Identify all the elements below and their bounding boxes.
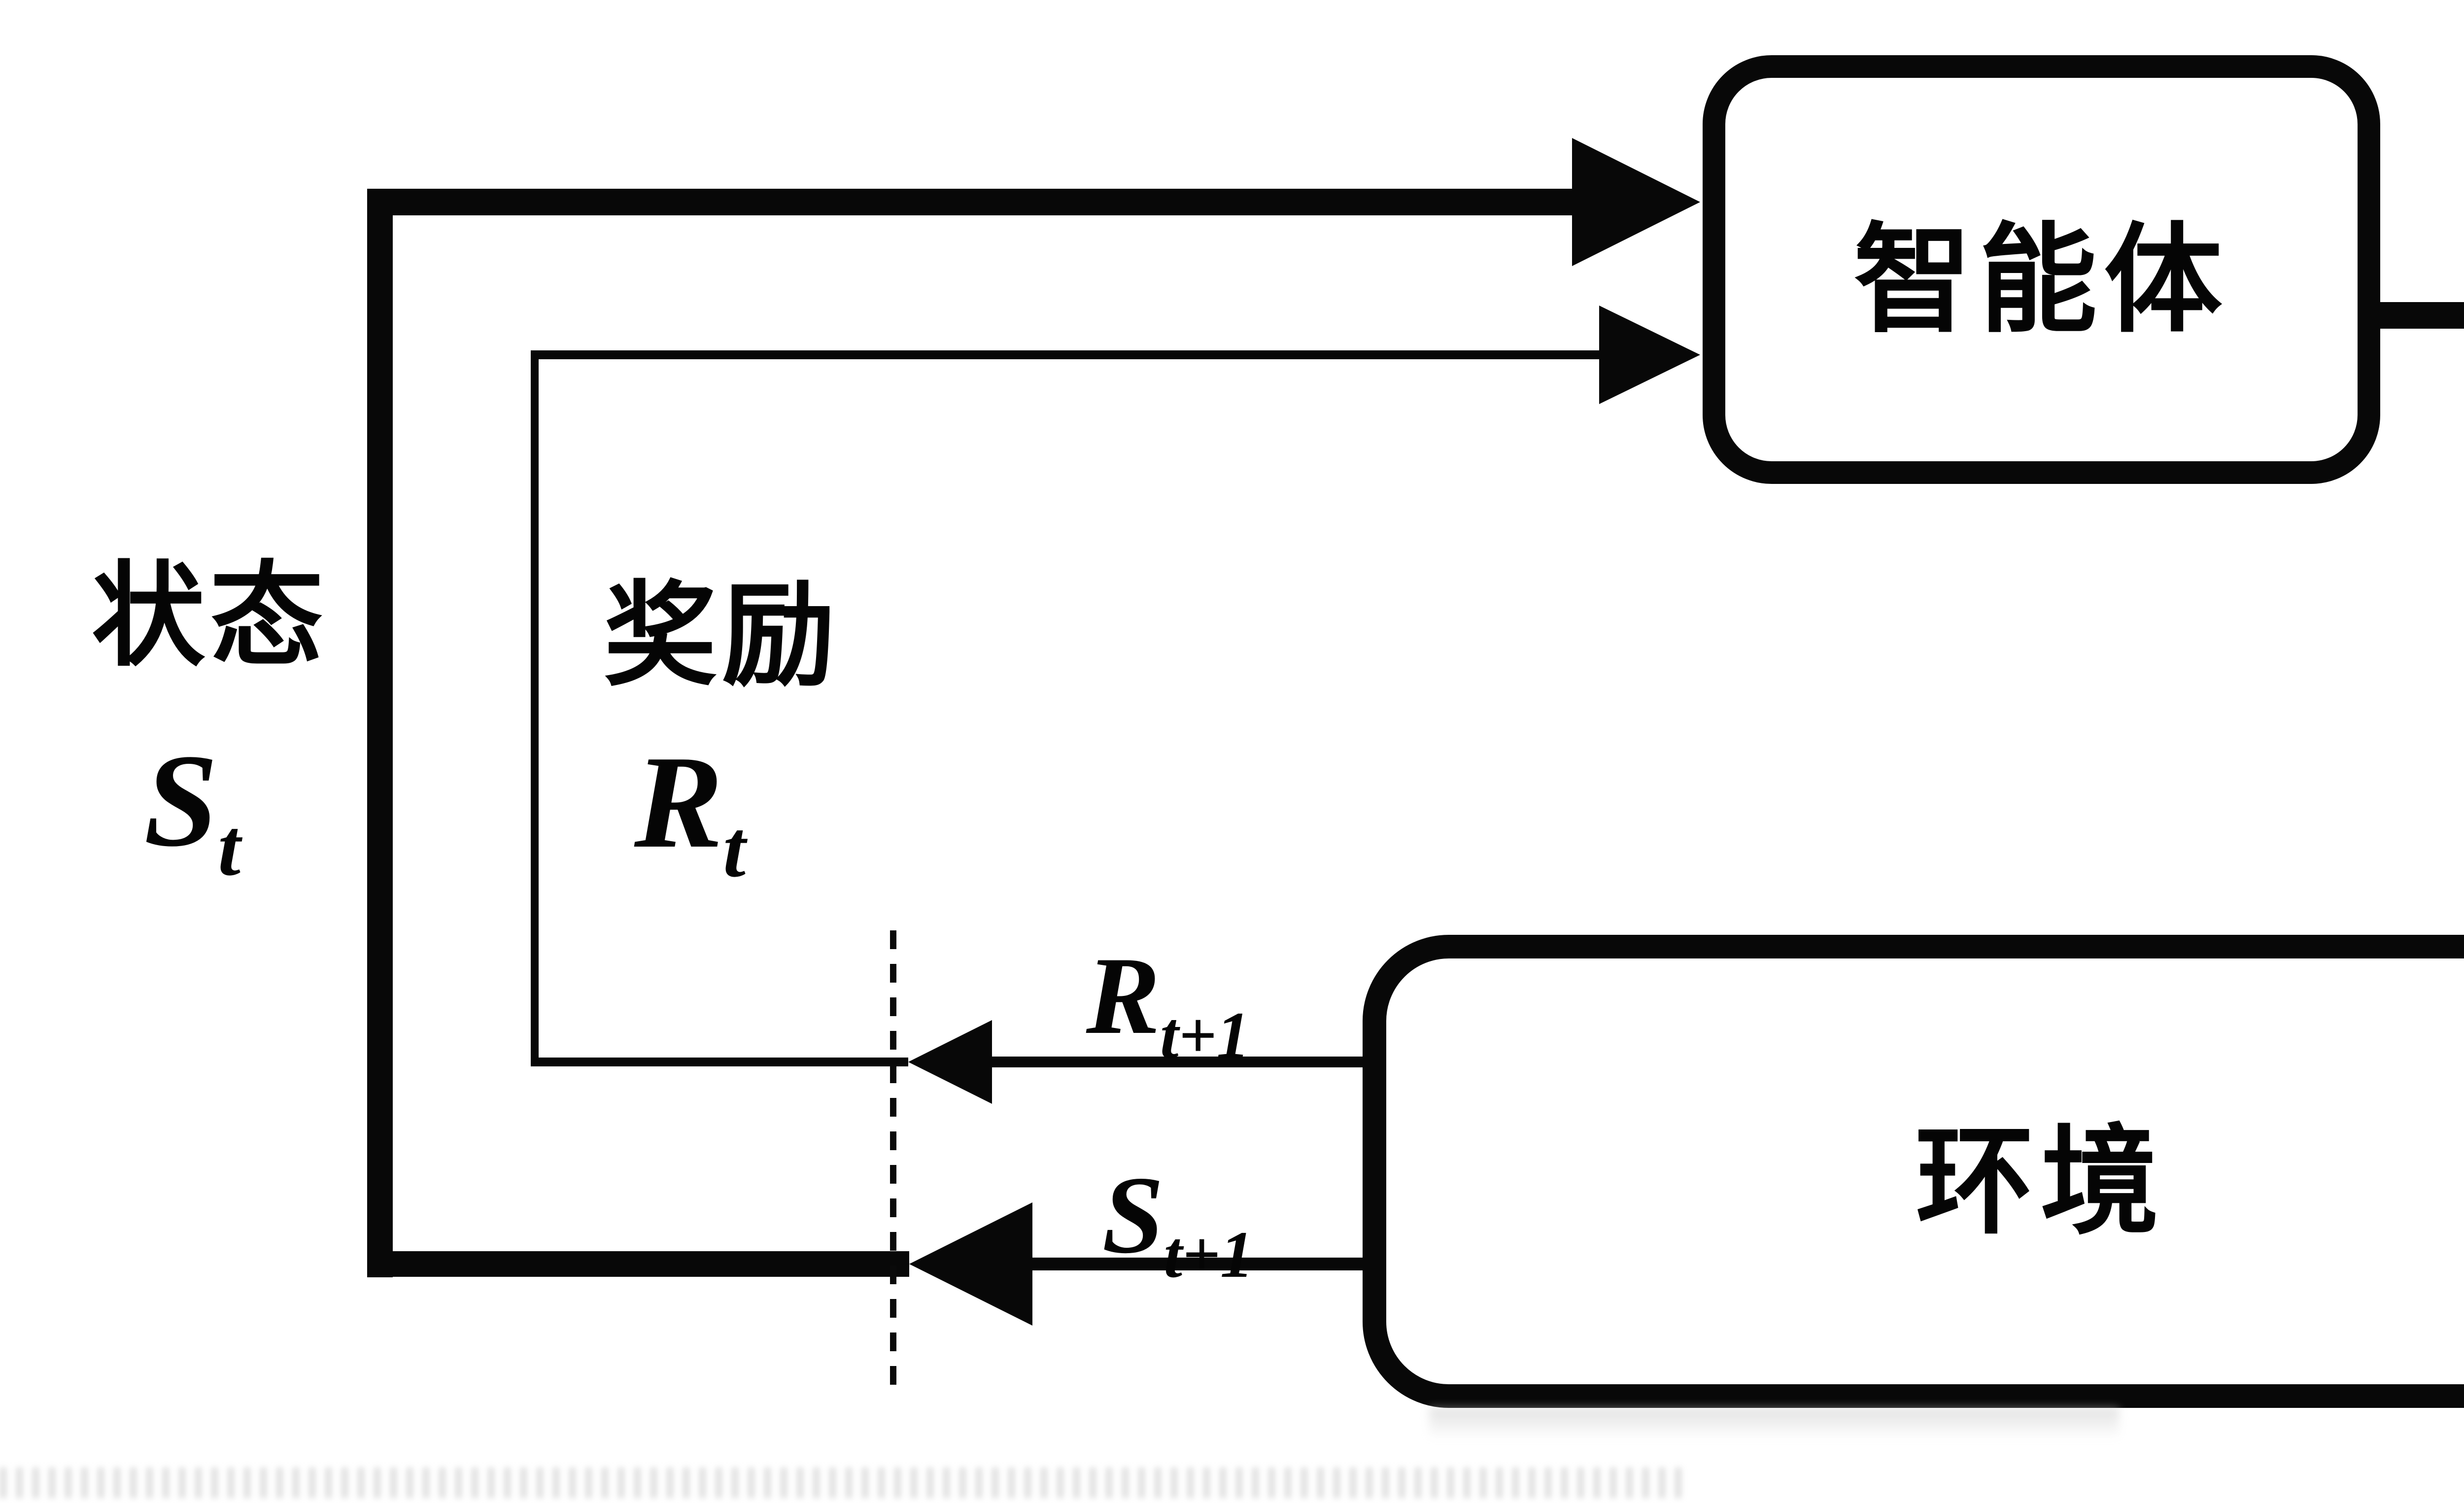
state-next-line <box>1030 1258 1363 1270</box>
agent-box-label: 智能体 <box>1853 215 2229 346</box>
state-loop-top-line <box>367 189 1572 215</box>
state-next-symbol-base: S <box>1102 1153 1164 1276</box>
reward-next-arrowhead <box>908 1020 992 1104</box>
state-next-symbol: St+1 <box>1102 1151 1253 1288</box>
state-symbol-subscript: t <box>218 802 241 892</box>
reward-next-symbol-subscript: t+1 <box>1160 999 1250 1072</box>
reward-loop-top-line <box>531 350 1599 359</box>
action-loop-top-line <box>2378 302 2464 329</box>
scan-artifact-smudge <box>1429 1407 2119 1439</box>
state-caption: 状态 <box>91 554 329 680</box>
timestep-divider-dashed-line <box>890 930 896 1400</box>
reward-loop-bottom-line <box>531 1058 908 1066</box>
agent-box: 智能体 <box>1703 55 2380 484</box>
state-into-agent-arrowhead <box>1572 138 1700 266</box>
reward-caption: 奖励 <box>603 574 841 700</box>
reward-next-line <box>991 1057 1363 1067</box>
state-loop-bottom-line <box>367 1251 909 1277</box>
reward-symbol: Rt <box>634 726 746 889</box>
environment-box-label: 环境 <box>1915 1117 2166 1248</box>
state-next-symbol-subscript: t+1 <box>1164 1218 1254 1292</box>
state-symbol-base: S <box>143 727 218 874</box>
reward-into-agent-arrowhead <box>1599 306 1700 404</box>
state-loop-left-line <box>367 189 393 1277</box>
environment-box: 环境 <box>1363 935 2464 1408</box>
state-symbol: St <box>143 724 240 888</box>
reward-symbol-subscript: t <box>723 804 746 894</box>
reward-next-symbol-base: R <box>1086 934 1161 1057</box>
reward-loop-left-line <box>531 350 539 1066</box>
scan-artifact-noise-band <box>0 1468 1690 1498</box>
reward-symbol-base: R <box>634 728 723 876</box>
reward-next-symbol: Rt+1 <box>1086 931 1250 1069</box>
state-next-arrowhead <box>909 1202 1032 1326</box>
